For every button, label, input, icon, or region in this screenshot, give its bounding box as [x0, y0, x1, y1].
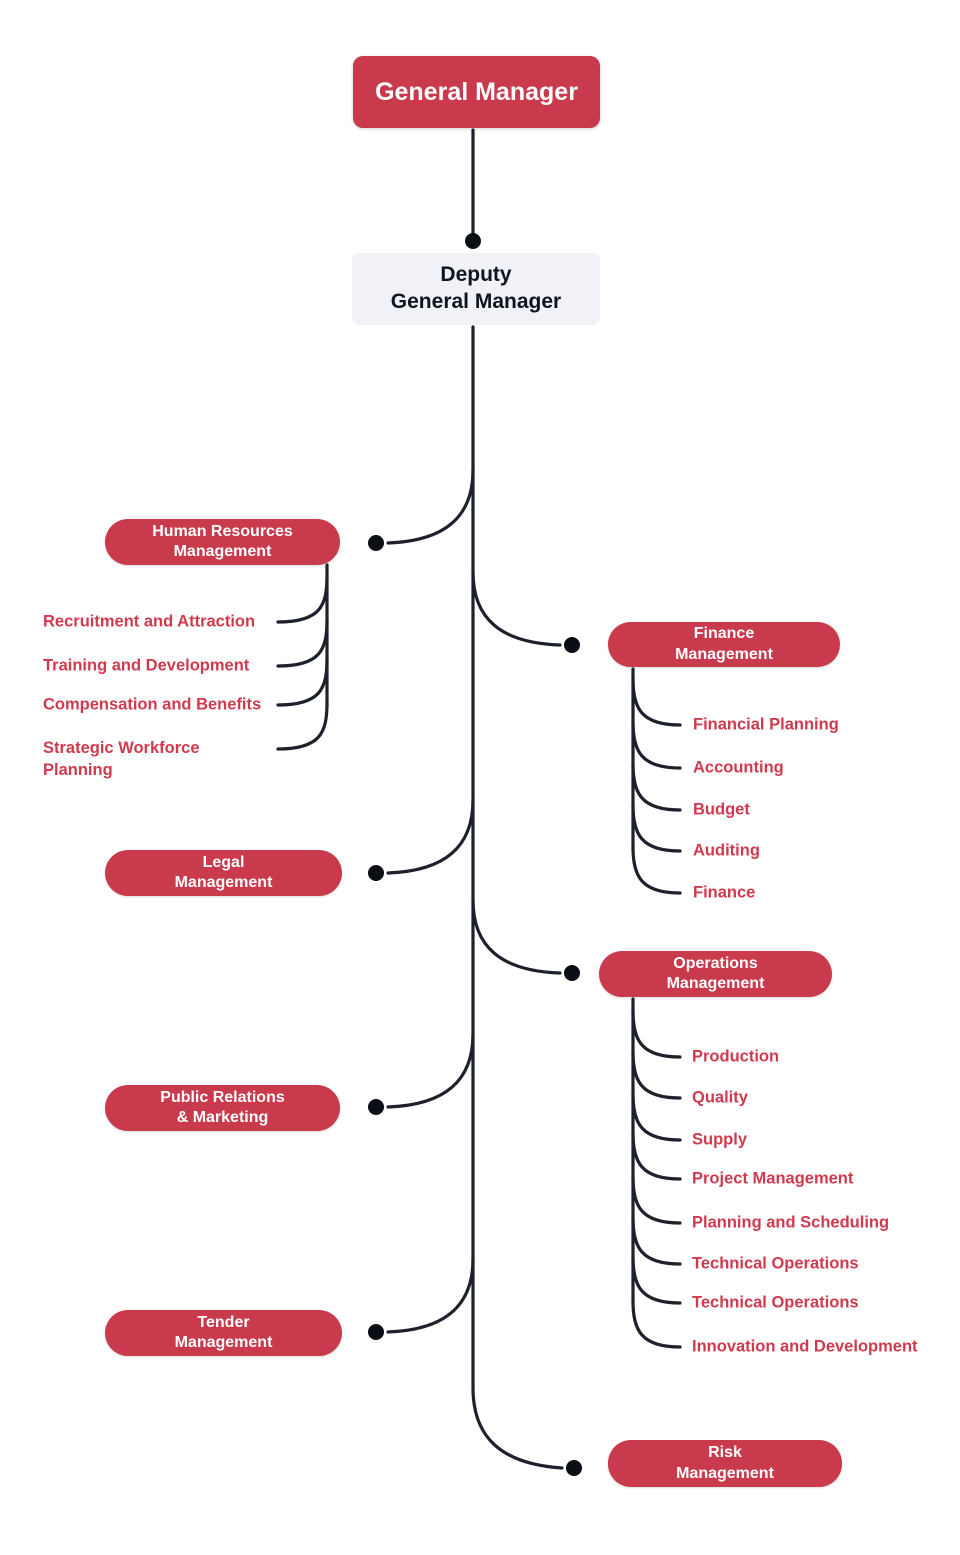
central-spine — [471, 325, 564, 1470]
leaf-innovation-and-development: Innovation and Development — [692, 1337, 918, 1356]
leaf-auditing: Auditing — [693, 841, 760, 860]
leaf-recruitment-and-attraction: Recruitment and Attraction — [43, 612, 256, 631]
leaf-project-management: Project Management — [692, 1169, 854, 1188]
dot-hr — [368, 535, 384, 551]
dot-deputy — [465, 233, 481, 249]
branch-tender — [386, 1257, 475, 1334]
dot-legal — [368, 865, 384, 881]
leaf-budget: Budget — [693, 800, 750, 819]
node-human-resources-management: Human Resources Management — [105, 519, 340, 565]
branch-hr — [386, 468, 475, 545]
branch-legal — [386, 798, 475, 875]
dot-risk — [566, 1460, 582, 1476]
node-operations-management: Operations Management — [599, 951, 832, 997]
node-general-manager: General Manager — [353, 56, 600, 128]
leaf-financial-planning: Financial Planning — [693, 715, 839, 734]
branch-pr — [386, 1032, 475, 1109]
node-finance-management: Finance Management — [608, 622, 840, 667]
leaf-technical-operations-2: Technical Operations — [692, 1293, 859, 1312]
leaf-strategic-workforce-planning: Strategic Workforce Planning — [43, 739, 200, 779]
leaf-training-and-development: Training and Development — [43, 656, 250, 675]
branch-operations — [471, 898, 562, 975]
leaf-compensation-and-benefits: Compensation and Benefits — [43, 695, 262, 714]
leaf-planning-and-scheduling: Planning and Scheduling — [692, 1213, 890, 1232]
leaf-finance: Finance — [693, 883, 756, 902]
node-tender-management: Tender Management — [105, 1310, 342, 1356]
leaf-technical-operations-1: Technical Operations — [692, 1254, 859, 1273]
leaf-production: Production — [692, 1047, 780, 1066]
leaf-supply: Supply — [692, 1130, 748, 1149]
dot-pr — [368, 1099, 384, 1115]
node-legal-management: Legal Management — [105, 850, 342, 896]
node-risk-management: Risk Management — [608, 1440, 842, 1487]
leaf-quality: Quality — [692, 1088, 748, 1107]
node-deputy-general-manager: Deputy General Manager — [352, 253, 600, 325]
leaf-accounting: Accounting — [693, 758, 784, 777]
branch-finance — [471, 570, 562, 647]
dot-operations — [564, 965, 580, 981]
dot-tender — [368, 1324, 384, 1340]
node-public-relations-marketing: Public Relations & Marketing — [105, 1085, 340, 1131]
dot-finance — [564, 637, 580, 653]
